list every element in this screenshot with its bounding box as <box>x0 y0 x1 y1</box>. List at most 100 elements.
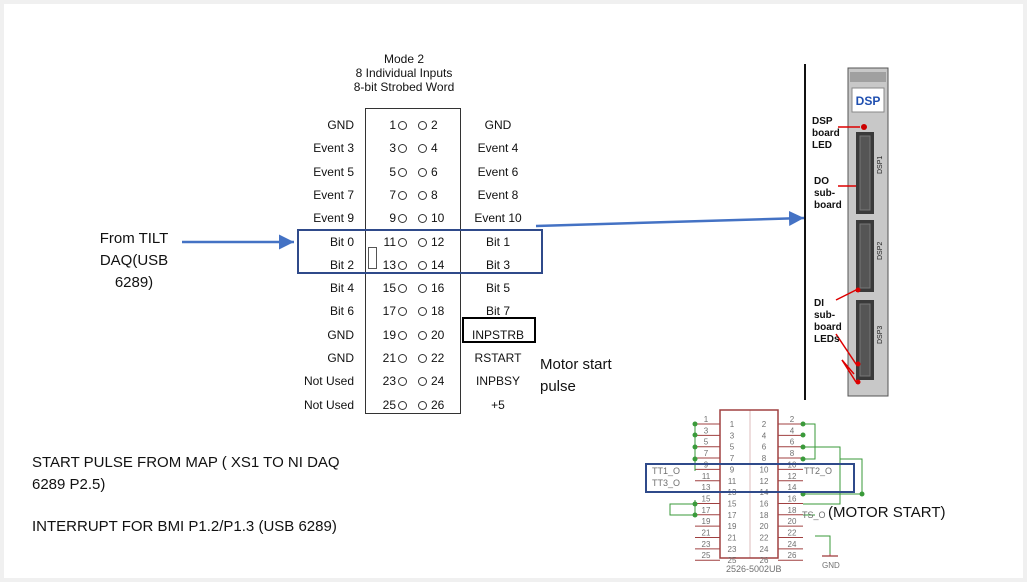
connector-slot-2 <box>856 220 874 292</box>
schematic-pin-inner: 25 <box>728 556 737 565</box>
pin-hole-icon <box>418 307 427 317</box>
dsp-board-graphic: DSP DSP1 DSP2 DSP3 <box>835 67 889 397</box>
schematic-pin-inner: 11 <box>728 477 737 486</box>
net-ts: TS_O <box>802 510 826 520</box>
schematic-pin-outer: 21 <box>702 529 711 538</box>
di-led-2 <box>855 361 861 367</box>
pin-number-left: 7 <box>389 187 396 202</box>
schematic-pin-outer: 1 <box>704 415 709 424</box>
pin-number-right: 20 <box>431 327 445 342</box>
signal-label-left: Bit 6 <box>329 304 354 319</box>
schematic-pin-inner: 19 <box>728 522 737 531</box>
slide: Mode 2 8 Individual Inputs 8-bit Strobed… <box>4 4 1023 578</box>
pin-number-left: 25 <box>382 397 396 412</box>
from-tilt-label: From TILT DAQ(USB 6289) <box>99 230 169 291</box>
schematic-pin-outer: 17 <box>702 506 711 515</box>
motor-start-pulse-label: Motor start pulse <box>540 356 612 395</box>
schematic-pin-outer: 6 <box>790 438 795 447</box>
pin-hole-icon <box>418 237 427 247</box>
pin-hole-icon <box>418 284 427 294</box>
pin-number-right: 6 <box>431 164 438 179</box>
schematic-pin-inner: 22 <box>760 534 769 543</box>
signal-label-left: Event 7 <box>313 187 354 202</box>
connector-slot-3 <box>856 300 874 380</box>
schematic-pin-inner: 15 <box>728 499 737 508</box>
do-subboard-label: DO sub- board <box>814 176 842 211</box>
signal-label-right: RSTART <box>474 351 522 365</box>
signal-label-left: Bit 4 <box>329 281 354 296</box>
schematic-pin-inner: 8 <box>762 454 767 463</box>
pin-bracket <box>368 247 377 269</box>
mode-subtitle-2: 8-bit Strobed Word <box>353 80 455 94</box>
schematic-pin-inner: 20 <box>760 522 769 531</box>
signal-label-left: Not Used <box>303 397 354 412</box>
signal-label-left: GND <box>327 351 354 365</box>
pin-hole-icon <box>418 214 427 224</box>
schematic-pin-outer: 16 <box>788 494 797 503</box>
gnd-label: GND <box>822 561 840 570</box>
signal-label-right: Bit 1 <box>485 234 510 249</box>
schematic-pin-inner: 1 <box>730 420 735 429</box>
signal-label-left: Event 5 <box>313 164 354 179</box>
di-led-3 <box>855 379 861 385</box>
schematic-pin-outer: 4 <box>790 426 795 435</box>
pin-number-right: 10 <box>431 211 445 226</box>
interrupt-note: INTERRUPT FOR BMI P1.2/P1.3 (USB 6289) <box>32 518 337 535</box>
pin-hole-icon <box>398 307 407 317</box>
signal-label-left: Event 9 <box>313 211 354 226</box>
mode-title: Mode 2 <box>383 52 425 66</box>
pin-hole-icon <box>398 260 407 270</box>
signal-label-right: Event 4 <box>477 141 519 156</box>
signal-label-right: Event 8 <box>477 187 519 202</box>
pin-number-left: 19 <box>382 327 396 342</box>
pin-hole-icon <box>398 144 407 154</box>
signal-label-left: GND <box>327 327 354 342</box>
signal-label-right: Bit 5 <box>485 281 510 296</box>
pin-hole-icon <box>418 377 427 387</box>
schematic-pin-inner: 17 <box>728 511 737 520</box>
pin-number-left: 11 <box>383 234 396 249</box>
pin-hole-icon <box>398 237 407 247</box>
left-junctions <box>692 421 698 518</box>
pin-hole-icon <box>398 214 407 224</box>
pin-number-right: 24 <box>431 374 445 389</box>
motor-start-tag: (MOTOR START) <box>828 504 946 521</box>
pin-number-left: 23 <box>382 374 396 389</box>
di-subboard-label: DI sub- board LEDs <box>814 298 842 345</box>
dsp-badge-text: DSP <box>856 94 881 108</box>
mode-subtitle-1: 8 Individual Inputs <box>355 66 453 80</box>
schematic-pin-outer: 15 <box>702 494 711 503</box>
pin-hole-icon <box>398 284 407 294</box>
right-wiring <box>803 423 863 554</box>
signal-label-right: Bit 3 <box>485 257 510 272</box>
signal-label-right: INPBSY <box>475 374 520 389</box>
pin-hole-icon <box>418 260 427 270</box>
net-tt3: TT3_O <box>652 478 680 488</box>
part-number: 2526-5002UB <box>726 564 782 574</box>
schematic-pin-outer: 25 <box>702 551 711 560</box>
schematic-pin-inner: 10 <box>760 465 769 474</box>
pin-number-left: 9 <box>389 211 396 226</box>
pin-number-right: 14 <box>431 257 445 272</box>
schematic-pin-outer: 5 <box>704 438 709 447</box>
signal-label-left: Bit 0 <box>329 234 354 249</box>
schematic-pin-outer: 18 <box>788 506 797 515</box>
pin-hole-icon <box>398 330 407 340</box>
slot-label-3: DSP3 <box>877 326 884 344</box>
pin-number-right: 18 <box>431 304 445 319</box>
signal-label-left: Event 3 <box>313 141 354 156</box>
slot-label-2: DSP2 <box>877 242 884 260</box>
signal-label-right: Event 6 <box>477 164 519 179</box>
schematic-pin-inner: 9 <box>730 465 735 474</box>
signal-label-left: GND <box>327 118 354 132</box>
pin-hole-icon <box>398 190 407 200</box>
pin-hole-icon <box>398 354 407 363</box>
pin-number-left: 13 <box>382 257 396 272</box>
pin-number-left: 17 <box>382 304 396 319</box>
pin-hole-icon <box>398 400 407 410</box>
schematic-pin-inner: 18 <box>760 511 769 520</box>
schematic-pin-inner: 26 <box>760 556 769 565</box>
pin-number-left: 1 <box>389 118 396 132</box>
pin-hole-icon <box>418 330 427 340</box>
pin-hole-icon <box>398 167 407 177</box>
